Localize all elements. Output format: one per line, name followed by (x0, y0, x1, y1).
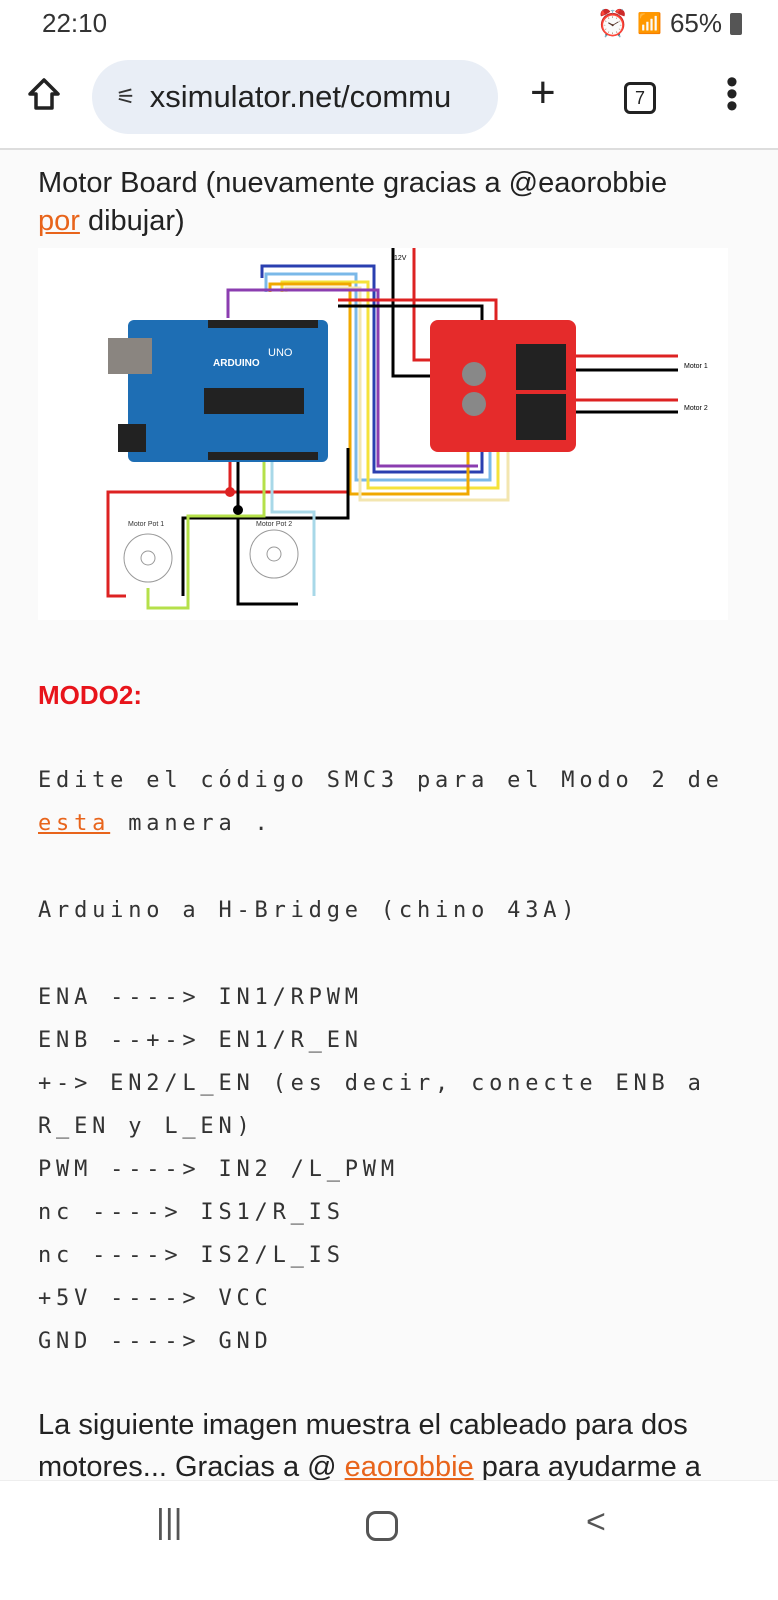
code-line: Arduino a H-Bridge (chino 43A) (38, 898, 580, 923)
battery-icon (730, 12, 742, 35)
home-icon[interactable] (26, 76, 62, 112)
text-line: motores... Gracias a @ eaorobbie para ay… (38, 1448, 701, 1480)
recent-apps-icon[interactable]: ||| (156, 1503, 183, 1541)
link-esta[interactable]: esta (38, 811, 111, 836)
code-line: Edite el código SMC3 para el Modo 2 de (38, 768, 724, 793)
code-line: esta manera . (38, 811, 273, 836)
address-bar[interactable]: ⚟ xsimulator.net/commu (92, 60, 498, 134)
motor2-label: Motor 2 (684, 405, 708, 412)
code-line: PWM ----> IN2 /L_PWM (38, 1157, 399, 1182)
url-text: xsimulator.net/commu (149, 79, 452, 114)
tab-switcher-button[interactable]: 7 (624, 82, 656, 114)
pot2-label: Motor Pot 2 (256, 521, 292, 528)
text: para ayudarme a (473, 1451, 701, 1480)
pot2 (249, 529, 299, 579)
code-line: ENB --+-> EN1/R_EN (38, 1028, 363, 1053)
code-line: +-> EN2/L_EN (es decir, conecte ENB a (38, 1071, 706, 1096)
wifi-icon: 📶 (637, 13, 662, 35)
uno-label: UNO (268, 347, 293, 359)
home-button-icon[interactable] (366, 1511, 398, 1541)
back-icon[interactable]: < (586, 1503, 606, 1541)
more-menu-icon[interactable]: ••• (726, 63, 738, 125)
text-line: La siguiente imagen muestra el cableado … (38, 1409, 688, 1441)
clock: 22:10 (42, 8, 108, 38)
12v-label: 12V (394, 255, 407, 262)
alarm-icon: ⏰ (596, 8, 630, 38)
text: manera . (110, 811, 273, 836)
new-tab-icon[interactable]: + (530, 68, 556, 117)
browser-toolbar: ⚟ xsimulator.net/commu + 7 ••• (0, 46, 778, 150)
arduino-label: ARDUINO (213, 358, 260, 369)
text: dibujar) (79, 205, 185, 237)
pot1-label: Motor Pot 1 (128, 521, 164, 528)
section-heading: MODO2: (38, 680, 142, 710)
text-line: por dibujar) (38, 202, 185, 240)
site-settings-icon[interactable]: ⚟ (116, 84, 136, 109)
status-bar: 22:10 ⏰ 📶 65% (0, 0, 778, 46)
wiring-diagram: ARDUINO UNO 12V Motor 1 Motor 2 Motor Po… (38, 248, 728, 620)
page-content: Motor Board (nuevamente gracias a @eaoro… (0, 150, 778, 1480)
text: motores... Gracias a @ (38, 1451, 345, 1480)
pot1 (123, 533, 173, 583)
code-line: nc ----> IS1/R_IS (38, 1200, 345, 1225)
code-line: +5V ----> VCC (38, 1286, 273, 1311)
code-line: R_EN y L_EN) (38, 1114, 255, 1139)
link-por[interactable]: por (38, 205, 80, 237)
motor1-label: Motor 1 (684, 363, 708, 370)
code-line: nc ----> IS2/L_IS (38, 1243, 345, 1268)
code-line: GND ----> GND (38, 1329, 273, 1354)
code-line: ENA ----> IN1/RPWM (38, 985, 363, 1010)
text-line: Motor Board (nuevamente gracias a @eaoro… (38, 167, 668, 199)
battery-percent: 65% (669, 8, 722, 38)
system-nav-bar: ||| < (0, 1480, 778, 1600)
link-eaorobbie[interactable]: eaorobbie (344, 1451, 474, 1480)
